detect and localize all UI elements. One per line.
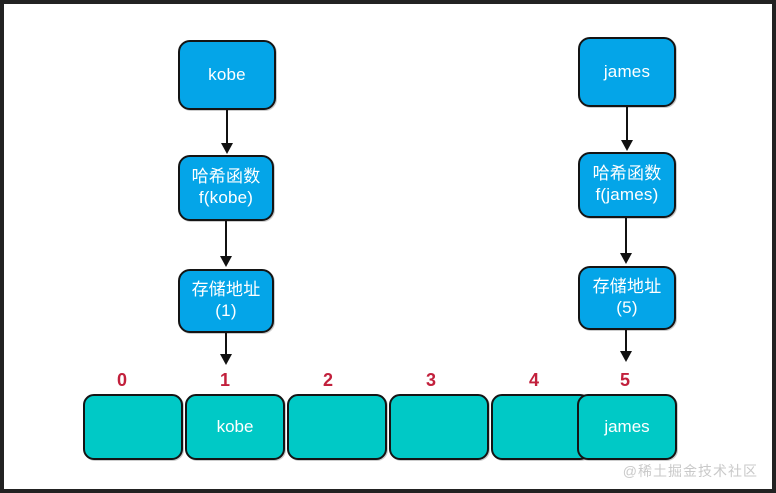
array-cell-5-value: james: [604, 417, 650, 436]
arrowhead-james-hash-to-address: [620, 253, 632, 264]
array-index-5: 5: [619, 370, 630, 390]
hash-node-james-line1: 哈希函数: [592, 164, 662, 184]
array-index-2: 2: [322, 370, 333, 390]
array-cell-5[interactable]: james: [577, 394, 677, 460]
arrow-james-input-to-hash: [626, 107, 628, 147]
array-index-4: 4: [528, 370, 539, 390]
address-node-kobe-line1: 存储地址: [191, 280, 261, 300]
input-node-james: james: [578, 37, 676, 107]
arrowhead-james-address-to-cell: [620, 351, 632, 362]
address-node-kobe: 存储地址 (1): [178, 269, 274, 333]
hash-node-kobe: 哈希函数 f(kobe): [178, 155, 274, 221]
address-node-kobe-line2: (1): [215, 301, 237, 320]
hash-node-kobe-line1: 哈希函数: [191, 167, 261, 187]
input-node-kobe-label: kobe: [208, 64, 246, 84]
arrowhead-james-input-to-hash: [621, 140, 633, 151]
address-node-james: 存储地址 (5): [578, 266, 676, 330]
arrowhead-kobe-address-to-cell: [220, 354, 232, 365]
address-node-james-line1: 存储地址: [592, 277, 662, 297]
array-cell-3[interactable]: [389, 394, 489, 460]
array-index-3: 3: [425, 370, 436, 390]
arrow-kobe-hash-to-address: [225, 221, 227, 263]
arrow-james-hash-to-address: [625, 218, 627, 260]
arrowhead-kobe-input-to-hash: [221, 143, 233, 154]
array-cell-0[interactable]: [83, 394, 183, 460]
array-index-0: 0: [116, 370, 127, 390]
input-node-kobe: kobe: [178, 40, 276, 110]
input-node-james-label: james: [603, 61, 651, 81]
address-node-james-line2: (5): [616, 298, 638, 317]
arrow-kobe-address-to-cell: [225, 333, 227, 359]
hash-node-kobe-line2: f(kobe): [198, 188, 254, 207]
hash-node-james-line2: f(james): [595, 185, 659, 204]
array-cell-2[interactable]: [287, 394, 387, 460]
arrowhead-kobe-hash-to-address: [220, 256, 232, 267]
array-index-1: 1: [219, 370, 230, 390]
array-cell-1[interactable]: kobe: [185, 394, 285, 460]
watermark: @稀土掘金技术社区: [622, 463, 758, 479]
array-cell-1-value: kobe: [216, 417, 254, 436]
hash-node-james: 哈希函数 f(james): [578, 152, 676, 218]
arrow-kobe-input-to-hash: [226, 110, 228, 150]
array-cell-4[interactable]: [491, 394, 591, 460]
arrow-james-address-to-cell: [625, 330, 627, 356]
